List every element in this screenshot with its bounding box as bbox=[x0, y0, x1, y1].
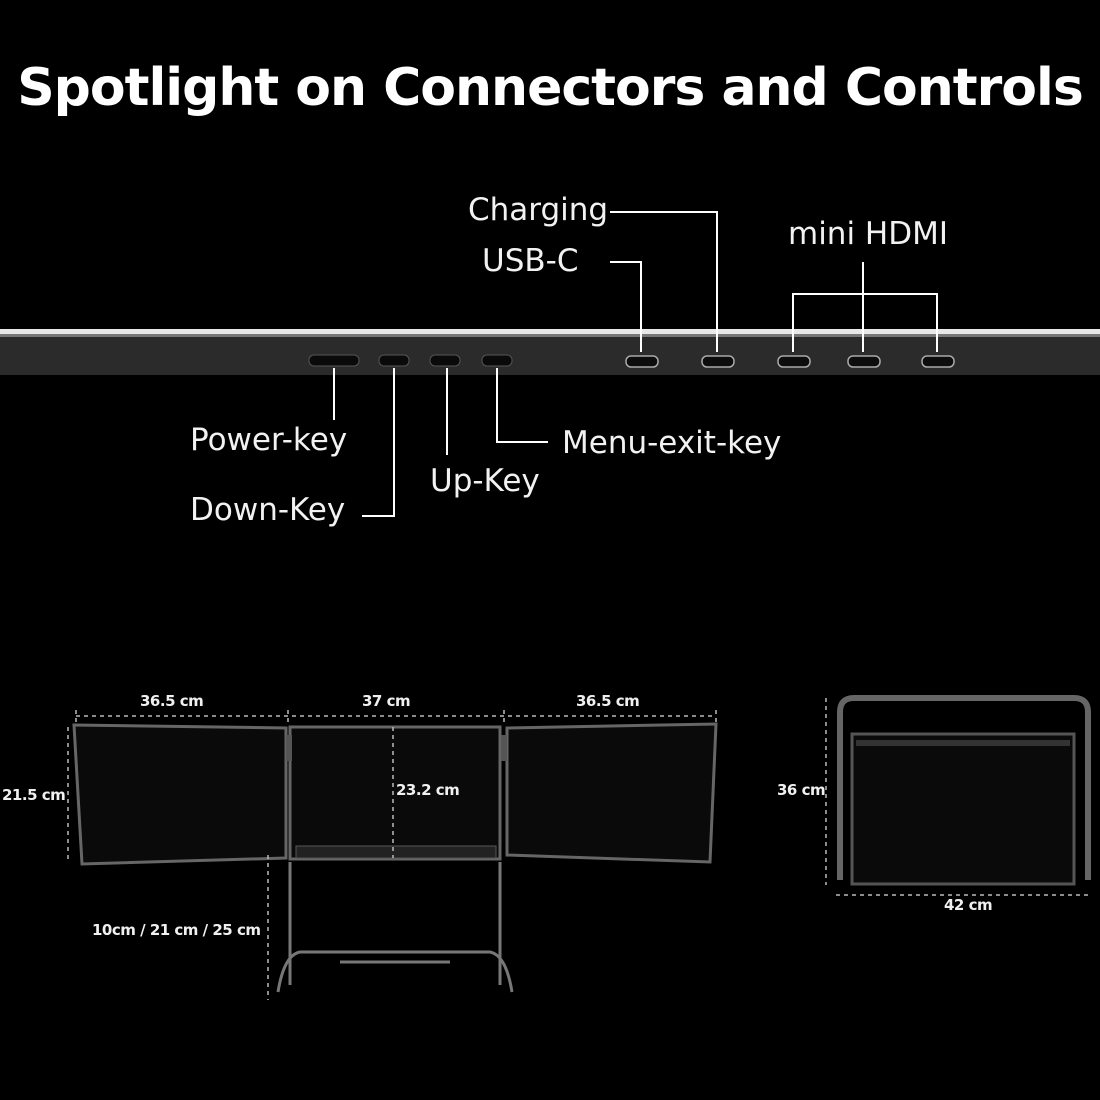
usb-c-leader bbox=[610, 261, 642, 352]
usb-c-label: USB-C bbox=[482, 243, 579, 279]
mini-hdmi-port-2 bbox=[847, 355, 881, 368]
down-key-label: Down-Key bbox=[190, 492, 346, 528]
triple-monitor-drawing bbox=[67, 710, 718, 1000]
menu-exit-key-label: Menu-exit-key bbox=[562, 425, 782, 461]
down-key-button bbox=[378, 354, 410, 367]
up-key-label: Up-Key bbox=[430, 463, 540, 499]
center-height-label: 23.2 cm bbox=[396, 781, 460, 799]
mini-hdmi-label: mini HDMI bbox=[788, 216, 948, 252]
charging-label: Charging bbox=[468, 192, 609, 228]
down-key-leader bbox=[362, 368, 395, 517]
power-key-label: Power-key bbox=[190, 422, 348, 458]
menu-exit-key-button bbox=[481, 354, 513, 367]
monitor-edge-bar bbox=[0, 329, 1100, 375]
side-height-label: 21.5 cm bbox=[2, 786, 66, 804]
menu-exit-key-leader bbox=[496, 368, 548, 443]
power-key-button bbox=[308, 354, 360, 367]
folded-width-label: 42 cm bbox=[944, 896, 993, 914]
left-width-label: 36.5 cm bbox=[140, 692, 204, 710]
right-width-label: 36.5 cm bbox=[576, 692, 640, 710]
charging-port bbox=[701, 355, 735, 368]
center-width-label: 37 cm bbox=[362, 692, 411, 710]
up-key-button bbox=[429, 354, 461, 367]
mini-hdmi-leader bbox=[792, 293, 938, 352]
page-title: Spotlight on Connectors and Controls bbox=[17, 58, 1084, 118]
mini-hdmi-port-3 bbox=[921, 355, 955, 368]
mini-hdmi-port-1 bbox=[777, 355, 811, 368]
stand-height-label: 10cm / 21 cm / 25 cm bbox=[92, 921, 261, 939]
folded-height-label: 36 cm bbox=[777, 781, 826, 799]
charging-leader bbox=[610, 211, 718, 352]
folded-monitor-drawing bbox=[825, 695, 1091, 896]
usb-c-port bbox=[625, 355, 659, 368]
